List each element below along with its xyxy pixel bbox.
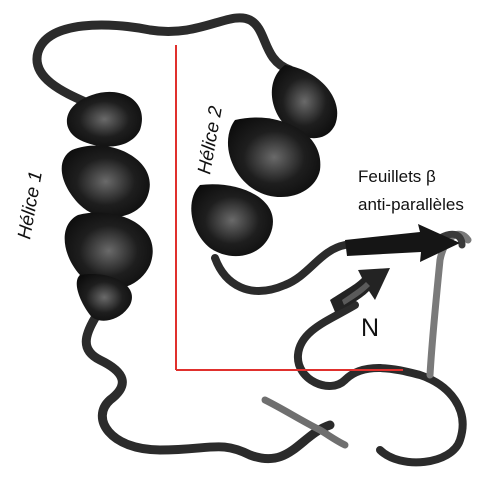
beta-sheets-label-line2: anti-parallèles (358, 195, 464, 214)
bottom-left-coil (86, 318, 330, 459)
top-loop (37, 18, 290, 105)
helix-1-turn-2 (62, 146, 150, 218)
helix-2-turn-3 (191, 184, 273, 256)
helix-2-label: Hélice 2 (194, 104, 227, 176)
light-coil-right (430, 234, 468, 375)
helix-1-ribbon (62, 92, 153, 321)
beta-sheets-label-line1: Feuillets β (358, 167, 436, 186)
n-terminus-label: N (361, 314, 379, 342)
lower-right-coil (298, 305, 463, 462)
helix-1-label: Hélice 1 (14, 170, 47, 241)
